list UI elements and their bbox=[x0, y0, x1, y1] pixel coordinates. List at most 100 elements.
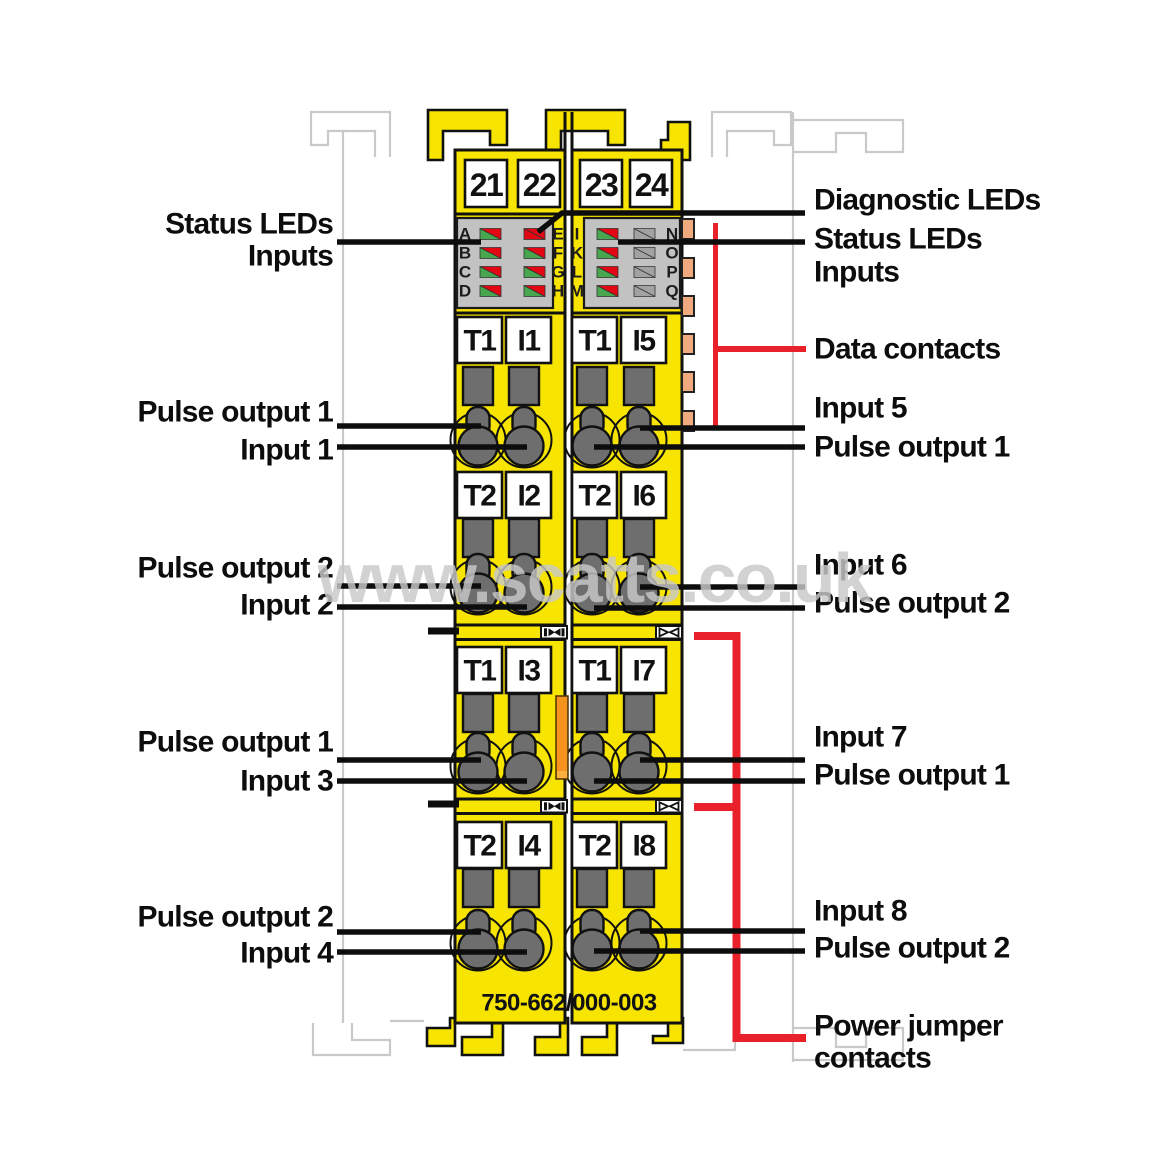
callout-labels-left: Status LEDs Inputs Pulse output 1 Input … bbox=[138, 208, 335, 970]
led-letter-C: C bbox=[459, 263, 471, 282]
led-letter-F: F bbox=[553, 244, 563, 263]
callout-labels-right: Diagnostic LEDs Status LEDs Inputs Data … bbox=[814, 184, 1041, 1075]
led-letter-B: B bbox=[459, 244, 471, 263]
status-led-B bbox=[479, 246, 502, 260]
data-contact-tab bbox=[681, 257, 695, 279]
callout-diagnostic-leds: Diagnostic LEDs bbox=[814, 184, 1040, 217]
data-contact-tab bbox=[681, 295, 695, 317]
led-letter-M: M bbox=[570, 282, 584, 301]
jumper-symbol-outline bbox=[655, 799, 683, 814]
red-brackets bbox=[694, 223, 806, 1042]
svg-text:I8: I8 bbox=[632, 830, 655, 863]
data-contact-tab bbox=[681, 371, 695, 393]
svg-text:I1: I1 bbox=[517, 325, 540, 358]
jumper-symbol-filled bbox=[540, 799, 568, 814]
callout-pulse-output-2b: Pulse output 2 bbox=[138, 901, 334, 934]
led-letter-E: E bbox=[552, 225, 563, 244]
led-O bbox=[633, 246, 656, 260]
terminal-number-box bbox=[463, 158, 509, 209]
bottom-foot bbox=[533, 1016, 570, 1057]
led-letter-N: N bbox=[666, 225, 678, 244]
ghost-outline bbox=[710, 110, 793, 157]
callout-pulse-output-1b: Pulse output 1 bbox=[138, 726, 334, 759]
watermark: www.scatts.co.uk bbox=[317, 539, 873, 617]
leader-diagnostic-leds bbox=[536, 210, 805, 235]
callout-pulse-output-1: Pulse output 1 bbox=[814, 431, 1010, 464]
led-Q bbox=[633, 284, 656, 298]
callout-pulse-output-1: Pulse output 1 bbox=[138, 396, 334, 429]
status-led-K bbox=[596, 246, 619, 260]
status-led-H bbox=[523, 284, 546, 298]
led-panel-left: A B C D E F G H bbox=[455, 216, 565, 310]
terminal-number: 24 bbox=[635, 167, 669, 203]
ghost-outline bbox=[311, 1023, 392, 1057]
status-led-G bbox=[523, 265, 546, 279]
led-letter-Q: Q bbox=[665, 282, 678, 301]
svg-text:T2: T2 bbox=[578, 480, 611, 513]
led-letter-A: A bbox=[459, 225, 471, 244]
svg-text:I7: I7 bbox=[632, 655, 655, 688]
power-jumper-bracket bbox=[732, 632, 806, 1042]
leader-lines bbox=[337, 210, 805, 955]
ghost-outline bbox=[793, 118, 905, 154]
callout-input-8: Input 8 bbox=[814, 895, 907, 928]
callout-input-4: Input 4 bbox=[240, 937, 334, 970]
status-led-D bbox=[479, 284, 502, 298]
callout-input-7: Input 7 bbox=[814, 721, 907, 754]
status-led-A bbox=[479, 227, 502, 241]
callout-inputs: Inputs bbox=[248, 240, 333, 273]
callout-pulse-output-1b: Pulse output 1 bbox=[814, 759, 1010, 792]
top-latch bbox=[426, 108, 509, 162]
callout-power-jumper-2: contacts bbox=[814, 1042, 931, 1075]
callout-status-leds: Status LEDs bbox=[165, 208, 333, 241]
ghost-outline bbox=[683, 1025, 737, 1052]
callout-pulse-output-2: Pulse output 2 bbox=[814, 587, 1010, 620]
terminal-label-boxes bbox=[455, 315, 668, 870]
terminal-number: 22 bbox=[523, 167, 556, 203]
callout-input-3: Input 3 bbox=[240, 765, 333, 798]
status-led-L bbox=[596, 265, 619, 279]
status-led-C bbox=[479, 265, 502, 279]
terminal-number: 21 bbox=[470, 167, 503, 203]
led-N bbox=[633, 227, 656, 241]
led-letter-H: H bbox=[552, 282, 564, 301]
svg-text:I3: I3 bbox=[517, 655, 540, 688]
callout-input-2: Input 2 bbox=[240, 589, 333, 622]
svg-text:T1: T1 bbox=[578, 655, 611, 688]
svg-text:T1: T1 bbox=[463, 655, 496, 688]
terminal-number-row: 21 22 23 24 bbox=[463, 158, 674, 209]
data-contact-tab bbox=[681, 218, 695, 240]
data-contacts bbox=[681, 218, 695, 432]
svg-text:I2: I2 bbox=[517, 480, 540, 513]
led-letter-D: D bbox=[459, 282, 471, 301]
status-led-I bbox=[596, 227, 619, 241]
led-P bbox=[633, 265, 656, 279]
terminal-rows: T1 I1 T1 I5 T2 I2 T2 I6 T1 I3 T1 I7 T2 I… bbox=[449, 315, 668, 972]
svg-text:T1: T1 bbox=[578, 325, 611, 358]
terminal-labels: T1 I1 T1 I5 T2 I2 T2 I6 T1 I3 T1 I7 T2 I… bbox=[463, 325, 656, 863]
terminal-number-box bbox=[628, 158, 674, 209]
svg-text:T2: T2 bbox=[463, 480, 496, 513]
svg-text:I4: I4 bbox=[517, 830, 541, 863]
svg-text:T1: T1 bbox=[463, 325, 496, 358]
led-letter-O: O bbox=[665, 244, 678, 263]
led-letter-G: G bbox=[551, 263, 564, 282]
callout-power-jumper: Power jumper bbox=[814, 1010, 1004, 1043]
callout-input-6: Input 6 bbox=[814, 549, 907, 582]
callout-pulse-output-2: Pulse output 2 bbox=[138, 552, 334, 585]
status-led-M bbox=[596, 284, 619, 298]
callout-pulse-output-2b: Pulse output 2 bbox=[814, 932, 1010, 965]
led-letter-P: P bbox=[666, 263, 677, 282]
terminal-number: 23 bbox=[585, 167, 618, 203]
led-letter-K: K bbox=[571, 244, 584, 263]
svg-text:I5: I5 bbox=[632, 325, 655, 358]
terminal-number-box bbox=[516, 158, 562, 209]
power-jumper-symbols bbox=[540, 625, 683, 814]
ghost-outline bbox=[793, 1026, 905, 1062]
svg-text:T2: T2 bbox=[578, 830, 611, 863]
led-letter-L: L bbox=[572, 263, 582, 282]
callout-inputs: Inputs bbox=[814, 256, 899, 289]
jumper-symbol-outline bbox=[655, 625, 683, 640]
